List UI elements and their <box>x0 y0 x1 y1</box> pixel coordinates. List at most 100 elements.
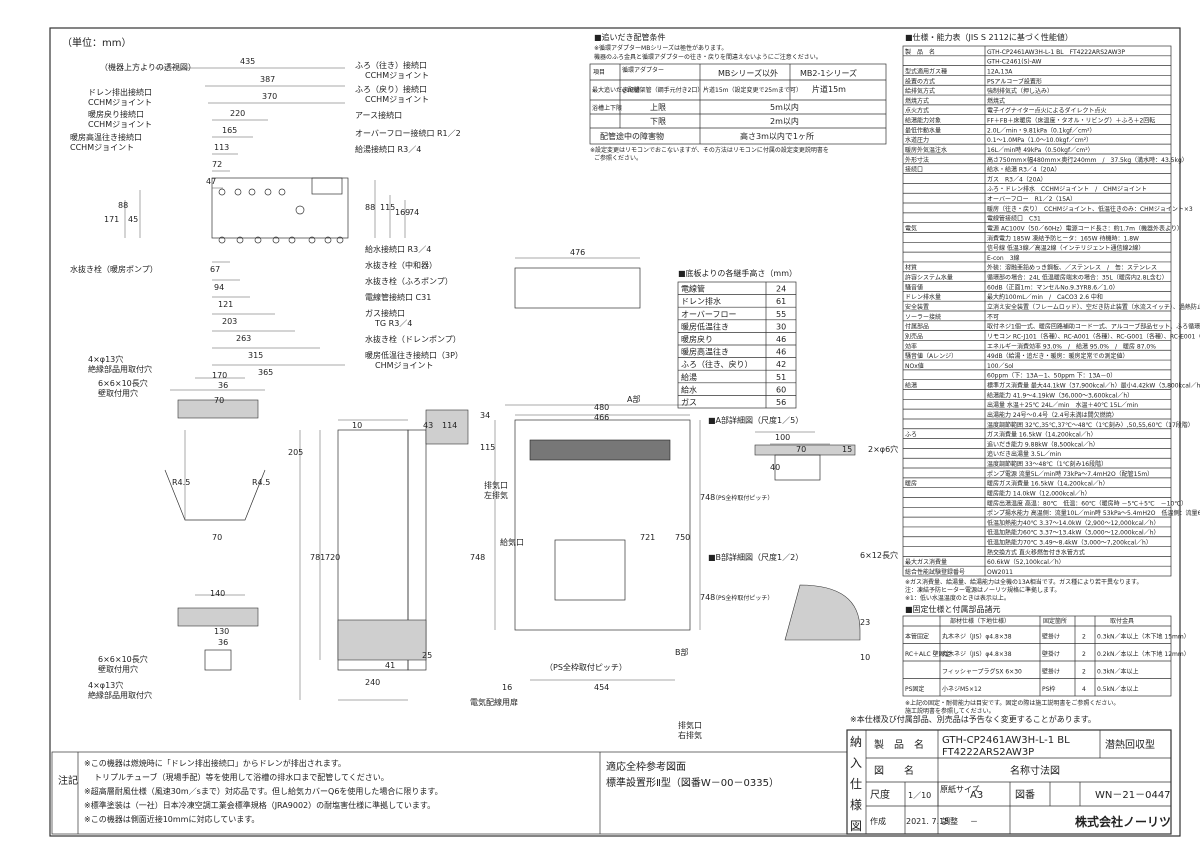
spec-value: 16L／min時 49kPa（0.50kgf／cm²） <box>987 146 1094 154</box>
svg-text:115: 115 <box>380 203 395 212</box>
svg-text:2m以内: 2m以内 <box>770 116 799 126</box>
fixing-cell: 小ネジM5×12 <box>942 685 982 693</box>
spec-label: 騒音値（Aレンジ） <box>905 352 957 360</box>
svg-text:※循環アダプターMBシリーズは極性があります。: ※循環アダプターMBシリーズは極性があります。 <box>594 44 727 52</box>
svg-text:263: 263 <box>236 334 251 343</box>
spec-value: 温度調節範囲 32℃,35℃,37℃〜48℃（1℃刻み）,50,55,60℃（1… <box>987 421 1194 429</box>
spec-label: 接続口 <box>905 166 923 174</box>
fixing-cell: 4 <box>1082 686 1086 693</box>
svg-text:72: 72 <box>212 160 222 169</box>
svg-text:図: 図 <box>850 819 862 833</box>
svg-text:6×6×10長穴: 6×6×10長穴 <box>98 654 148 664</box>
fixing-cell: 壁掛け <box>1042 650 1060 658</box>
top-view-dim-lines <box>124 67 406 366</box>
svg-text:暖房高温往き接続口: 暖房高温往き接続口 <box>70 132 142 142</box>
spec-value: 暖房ガス消費量 16.5kW（14,200kcal／h） <box>987 480 1109 488</box>
bottom-height-label: ドレン排水 <box>681 296 721 306</box>
svg-text:片道15m（設定変更で25mまで可）: 片道15m（設定変更で25mまで可） <box>703 86 802 94</box>
notes-bar: 注記 ※この機器は燃焼時に「ドレン排出接続口」からドレンが排出されます。 トリプ… <box>51 751 848 835</box>
svg-text:水抜き栓（暖房ポンプ）: 水抜き栓（暖房ポンプ） <box>70 264 158 274</box>
sheet-border <box>49 27 1181 837</box>
spec-value: 追いだき出湯量 3.5L／min <box>987 450 1061 458</box>
spec-value: 電源 AC100V（50／60Hz）電源コード長さ：約1.7m（機器外表より） <box>987 224 1183 232</box>
detail-b: ■B部詳細図（尺度1／2） 6×12長穴 23 10 748 （PS全枠取付ピッ… <box>700 550 898 662</box>
svg-text:45: 45 <box>128 215 138 224</box>
spec-value: 給湯能力 41.9〜4.19kW（36,000〜3,600kcal／h） <box>987 391 1133 399</box>
svg-text:170: 170 <box>212 371 227 380</box>
svg-text:114: 114 <box>442 421 457 430</box>
spec-value: 出湯量 水温＋25℃ 24L／min 水温＋40℃ 15L／min <box>987 401 1138 409</box>
svg-text:■仕様・能力表（JIS S 2112に基づく性能値）: ■仕様・能力表（JIS S 2112に基づく性能値） <box>905 32 1073 42</box>
bottom-height-value: 55 <box>776 310 786 319</box>
svg-text:※超高層耐風仕様（風速30m／sまで）対応品です。但し給気カ: ※超高層耐風仕様（風速30m／sまで）対応品です。但し給気カバーQ6を使用した場… <box>84 786 443 796</box>
spec-label: 燃焼方式 <box>905 97 929 105</box>
svg-text:作成: 作成 <box>870 816 886 826</box>
spec-label: 水道圧力 <box>905 136 929 144</box>
fixing-cell: RC＋ALC 壁固定 <box>905 650 951 658</box>
bottom-height-value: 61 <box>776 297 786 306</box>
svg-text:70: 70 <box>212 533 222 542</box>
svg-text:70: 70 <box>214 396 224 405</box>
spec-value: 熱交換方式 直火移燃缶付き水管方式 <box>987 548 1085 556</box>
unit-label: （単位：mm） <box>62 36 131 49</box>
svg-text:70: 70 <box>796 445 806 454</box>
svg-text:748: 748 <box>700 593 715 602</box>
fixing-cell: 0.3kN／本以上（木下地 15mm） <box>1097 633 1190 641</box>
svg-text:暖房低温往き接続口（3P）: 暖房低温往き接続口（3P） <box>365 350 463 360</box>
svg-text:10: 10 <box>860 653 870 662</box>
svg-text:36: 36 <box>218 381 228 390</box>
svg-text:169: 169 <box>395 208 410 217</box>
spec-value: リモコン RC-J101（各種）、RC-A001（各種）、RC-G001（各種）… <box>987 332 1200 340</box>
svg-text:絶縁部品用取付穴: 絶縁部品用取付穴 <box>88 690 152 700</box>
svg-text:片道15m: 片道15m <box>812 84 846 94</box>
bottom-height-value: 46 <box>776 348 786 357</box>
fixing-cell: 丸木ネジ（JIS）φ4.8×38 <box>942 650 1012 658</box>
front-body <box>514 419 691 631</box>
spec-value: GTH-CP2461AW3H-L-1 BL FT4222ARS2AW3P <box>987 49 1125 56</box>
bottom-height-value: 42 <box>776 360 786 369</box>
spec-value: 最大約100mL／min / CaCO3 2.6 中和 <box>987 293 1103 301</box>
fixing-cell: 本管固定 <box>905 633 929 641</box>
fixing-cell: 壁掛け <box>1042 668 1060 676</box>
svg-text:右排気: 右排気 <box>678 730 702 740</box>
svg-text:入: 入 <box>850 756 862 770</box>
svg-text:施工説明書を参照してください。: 施工説明書を参照してください。 <box>905 707 995 715</box>
spec-label: 点火方式 <box>905 107 929 115</box>
svg-text:トリプルチューブ（現場手配）等を使用して浴槽の排水口まで配管: トリプルチューブ（現場手配）等を使用して浴槽の排水口まで配管してください。 <box>94 772 389 782</box>
svg-text:140: 140 <box>210 589 225 598</box>
svg-text:高さ3m以内で1ヶ所: 高さ3m以内で1ヶ所 <box>740 131 814 141</box>
svg-text:■A部詳細図（尺度1／5）: ■A部詳細図（尺度1／5） <box>708 415 803 425</box>
svg-text:130: 130 <box>214 627 229 636</box>
front-panel <box>554 539 626 601</box>
fixing-cell: PS固定 <box>905 685 924 693</box>
svg-text:様: 様 <box>850 798 862 812</box>
svg-text:2021. 7.15: 2021. 7.15 <box>906 817 949 826</box>
svg-text:WN－21－0447: WN－21－0447 <box>1095 790 1171 801</box>
bottom-height-value: 51 <box>776 373 786 382</box>
spec-value: 暖房能力 14.0kW（12,000kcal／h） <box>987 489 1091 497</box>
spec-value: GTH-C2461(S)-AW <box>987 59 1042 66</box>
spec-label: 最低作動水量 <box>905 126 941 134</box>
svg-text:CCHMジョイント: CCHMジョイント <box>88 120 152 129</box>
spec-value: 循環部の場合：24L 低温暖房端末の場合：35L（暖房内2.8L含む） <box>987 274 1168 282</box>
svg-text:10: 10 <box>352 421 362 430</box>
top-view-title: （機器上方よりの透視図） <box>100 62 196 72</box>
fixing-cell: 0.2kN／本以上（木下地 12mm） <box>1097 650 1190 658</box>
spec-value: E-con 3線 <box>987 254 1020 262</box>
svg-text:370: 370 <box>262 92 277 101</box>
svg-text:113: 113 <box>214 143 229 152</box>
svg-text:仕: 仕 <box>850 777 862 791</box>
bottom-height-value: 56 <box>776 398 786 407</box>
spec-value: 標準ガス消費量 最大44.1kW（37,900kcal／h）最小4.42kW（3… <box>987 382 1200 390</box>
spec-label: 材質 <box>905 264 917 272</box>
spec-label: 許容システム水量 <box>905 274 953 282</box>
fixing-table: ■固定仕様と付属部品諸元 部材仕様（下地仕様） 固定箇所 取付金具 本管固定丸木… <box>902 604 1190 715</box>
bottom-height-label: 電線管 <box>681 284 705 294</box>
spec-label: 安全装置 <box>905 303 929 311</box>
spec-value: 出湯能力 24号〜0.4号（2.4号未満は間欠燃焼） <box>987 411 1118 419</box>
detail-a: ■A部詳細図（尺度1／5） 100 70 15 2×φ6穴 40 748 （PS… <box>700 415 898 502</box>
front-top-outline <box>514 267 641 309</box>
spec-value: ポンプ電源 流量5L／min時 73kPa〜7.4mH2O（配管15m） <box>987 470 1153 478</box>
